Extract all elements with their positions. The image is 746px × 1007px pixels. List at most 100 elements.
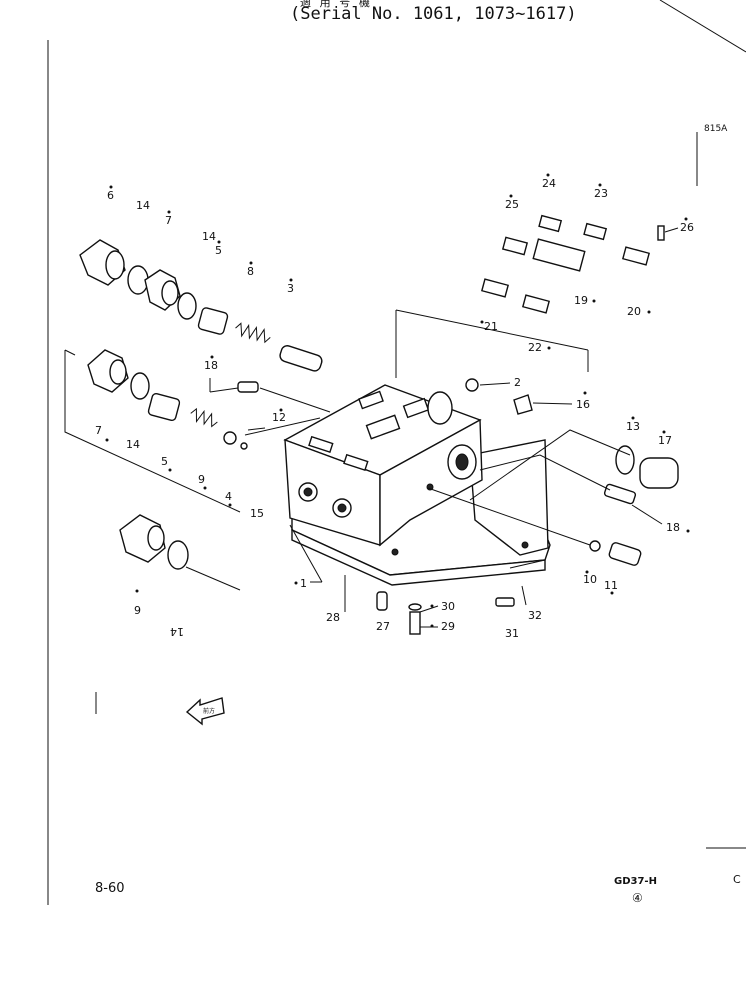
figure-code: 815A (704, 124, 728, 134)
leader-1 (289, 524, 323, 583)
leader-bolt18 (259, 387, 331, 413)
callout-7-upper: 7 (165, 214, 172, 227)
callout-11: 11 (604, 579, 618, 592)
callout-8: 8 (247, 265, 254, 278)
bolt-29 (409, 611, 421, 635)
leader-13 (469, 429, 631, 501)
washer-10 (589, 540, 601, 552)
callout-14-middle: 14 (126, 438, 140, 451)
leader-30 (419, 605, 439, 613)
spring-9 (190, 407, 218, 428)
decal-21 (480, 278, 510, 298)
nut-6-lower-face (147, 525, 165, 551)
star-26 (684, 217, 688, 221)
callout-14-lower: 14 (170, 625, 184, 638)
callout-25: 25 (505, 198, 519, 211)
front-slot-a (308, 435, 334, 454)
leader-16 (532, 402, 573, 405)
star-7-upper (167, 210, 171, 214)
callout-3: 3 (287, 282, 294, 295)
callout-4: 4 (225, 490, 232, 503)
top-boss (427, 391, 453, 425)
callout-6-lower: 6 (134, 603, 141, 616)
callout-20: 20 (627, 305, 641, 318)
star-8 (249, 261, 253, 265)
callout-9: 9 (198, 473, 205, 486)
bolt-18-upper (237, 381, 259, 393)
decal-20 (621, 246, 651, 266)
top-port-a (358, 390, 384, 410)
callout-22: 22 (528, 341, 542, 354)
ring-14-upper-b (177, 292, 197, 320)
star-17 (662, 430, 666, 434)
bracket-line-left (64, 350, 241, 513)
model-revision: ④ (632, 891, 643, 905)
star-29 (430, 624, 434, 628)
valve-body (283, 384, 551, 586)
side-port-hole (455, 453, 469, 471)
star-5-upper (217, 240, 221, 244)
plug-16 (513, 394, 533, 415)
star-30 (430, 604, 434, 608)
star-20 (647, 310, 651, 314)
callout-31: 31 (505, 627, 519, 640)
callout-13: 13 (626, 420, 640, 433)
star-13 (631, 416, 635, 420)
callout-19: 19 (574, 294, 588, 307)
top-port-b (365, 414, 401, 440)
ball-2 (465, 378, 479, 392)
callout-17: 17 (658, 434, 672, 447)
decal-25 (501, 236, 529, 256)
spring-8 (235, 322, 271, 344)
star-7-lower (105, 438, 109, 442)
decal-24 (538, 214, 563, 233)
leader-12 (244, 417, 321, 436)
lower-left-parts (119, 514, 189, 570)
leader-18-label (631, 504, 663, 525)
rivet-26 (657, 225, 665, 241)
plug-17 (639, 457, 679, 489)
pin-12 (247, 427, 266, 431)
front-port-2-hole (337, 503, 347, 513)
top-port-c (402, 397, 430, 419)
star-24 (546, 173, 550, 177)
front-direction-arrow: 前方 (185, 697, 225, 726)
arrow-label: 前方 (203, 707, 215, 715)
decal-parts (480, 214, 665, 314)
star-10 (585, 570, 589, 574)
applicable-serial-kanji: 適 用 号 機 (300, 0, 371, 9)
decal-group-top (395, 309, 589, 351)
star-12 (279, 408, 283, 412)
bracket-hole-b (521, 541, 529, 549)
callout-26: 26 (680, 221, 694, 234)
corner-stroke (659, 0, 746, 53)
star-4 (228, 503, 232, 507)
serial-number-range: (Serial No. 1061, 1073~1617) (290, 4, 577, 24)
bracket-hole-a (391, 548, 399, 556)
arrow-icon (185, 697, 225, 726)
callout-28: 28 (326, 611, 340, 624)
callout-18-upper: 18 (204, 359, 218, 372)
callout-29: 29 (441, 620, 455, 633)
spool-3 (279, 345, 323, 372)
star-19 (592, 299, 596, 303)
star-5-lower (168, 468, 172, 472)
leader-26 (664, 227, 679, 233)
callout-5-lower: 5 (161, 455, 168, 468)
leader-bracket-right (509, 559, 546, 569)
model-code: GD37-H (614, 876, 657, 887)
callout-2: 2 (514, 376, 521, 389)
callout-7-lower: 7 (95, 424, 102, 437)
bolt-11 (608, 542, 642, 566)
callout-10: 10 (583, 573, 597, 586)
plug-5-upper (197, 307, 229, 335)
star-21 (480, 320, 484, 324)
right-side-parts (376, 445, 679, 635)
star-22 (547, 346, 551, 350)
clip-32 (521, 585, 527, 606)
nut-7-upper-face (161, 280, 179, 306)
nut-7-lower-face (109, 359, 127, 385)
decal-22 (521, 294, 551, 314)
callout-15: 15 (250, 507, 264, 520)
